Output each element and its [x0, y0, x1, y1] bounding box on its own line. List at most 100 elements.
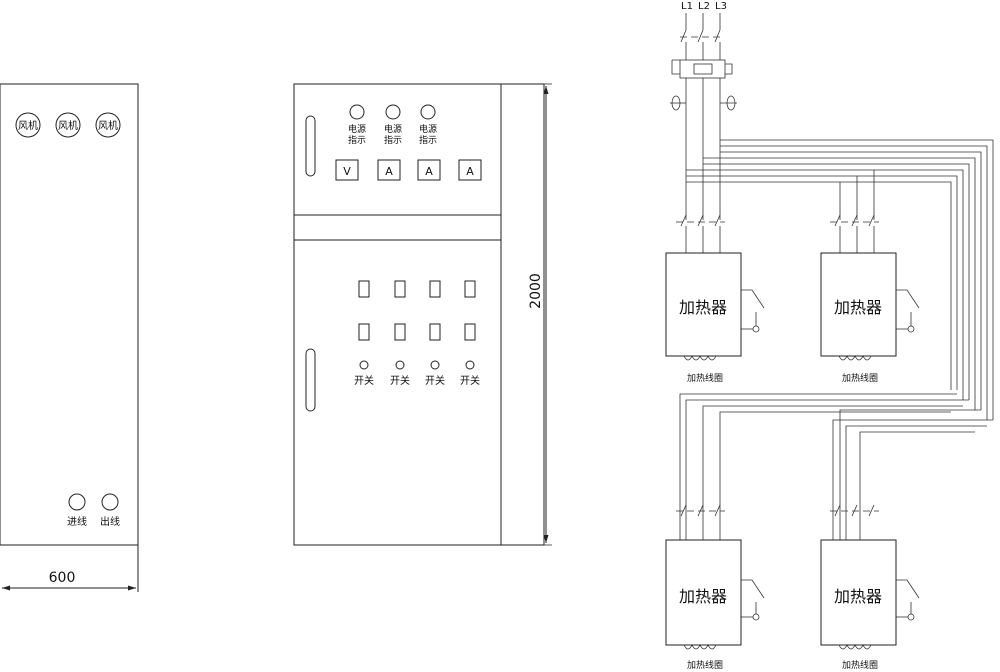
side-panel-view: 风机 风机 风机 进线 出线 600 — [0, 83, 139, 592]
indicator-lamp-icon — [385, 104, 401, 120]
coil-label: 加热线圈 — [687, 659, 723, 671]
heater-box — [820, 252, 897, 357]
arrow-up-icon — [543, 86, 549, 94]
control-button — [429, 280, 441, 298]
fan-label: 风机 — [58, 119, 78, 132]
thermostat-switch — [741, 579, 765, 614]
phase-label-l1: L1 — [681, 1, 693, 12]
control-button — [358, 280, 370, 298]
heater-box — [820, 539, 897, 646]
upper-door-handle — [305, 115, 316, 177]
fan-icon — [55, 112, 81, 138]
control-button — [394, 323, 406, 341]
heater-label: 加热器 — [679, 298, 727, 317]
indicator-label-line2: 指示 — [348, 134, 366, 146]
coil-label: 加热线圈 — [842, 372, 878, 384]
switch-label: 开关 — [460, 374, 480, 387]
switch-3: 开关 — [425, 360, 445, 387]
ammeter-2: A — [417, 159, 441, 181]
thermostat-icon — [907, 325, 915, 333]
thermostat-icon — [752, 613, 760, 621]
phase-label-l2: L2 — [698, 1, 710, 12]
heating-coil-icon — [683, 644, 717, 650]
switch-1: 开关 — [354, 360, 374, 387]
fuse-element — [693, 63, 713, 75]
width-dimension-label: 600 — [49, 570, 76, 586]
meter-label: V — [343, 165, 351, 178]
thermostat-switch — [896, 289, 920, 326]
arrow-down-icon — [543, 535, 549, 543]
indicator-lamp-icon — [349, 104, 365, 120]
indicator-label-line1: 电源 — [419, 123, 437, 135]
control-button — [394, 280, 406, 298]
heater-label: 加热器 — [679, 587, 727, 606]
meter-box — [417, 159, 441, 181]
wiring-schematic: L1 L2 L3 — [665, 1, 994, 671]
thermostat-switch — [896, 579, 920, 614]
cabinet-side-outline — [500, 83, 545, 546]
meter-label: A — [385, 165, 393, 178]
inlet-port-icon — [68, 493, 86, 511]
heater-label: 加热器 — [834, 298, 882, 317]
heater-4-contacts — [834, 504, 875, 517]
indicator-lamp-icon — [420, 104, 436, 120]
switch-label: 开关 — [354, 374, 374, 387]
switch-knob-icon — [395, 360, 405, 370]
meter-label: A — [425, 165, 433, 178]
heating-coil-icon — [838, 644, 872, 650]
voltmeter: V — [335, 159, 359, 181]
arrow-left-icon — [2, 585, 10, 591]
lower-door-handle — [305, 348, 316, 412]
switch-knob-icon — [430, 360, 440, 370]
switch-knob-icon — [465, 360, 475, 370]
heater-4: 加热器 加热线圈 — [820, 539, 920, 671]
indicator-label-line2: 指示 — [419, 134, 437, 146]
height-dimension-label: 2000 — [528, 273, 544, 309]
inlet-label: 进线 — [67, 515, 87, 528]
meter-box — [377, 159, 401, 181]
thermostat-icon — [752, 325, 760, 333]
fan-label: 风机 — [98, 119, 118, 132]
fan-1: 风机 — [15, 112, 41, 138]
heater-2-contacts — [834, 214, 875, 227]
control-button — [358, 323, 370, 341]
switch-label: 开关 — [425, 374, 445, 387]
ammeter-1: A — [377, 159, 401, 181]
main-breaker-body — [679, 59, 726, 79]
outlet-port-icon — [101, 493, 119, 511]
heater-2: 加热器 加热线圈 — [820, 252, 920, 384]
heater-3: 加热器 加热线圈 — [665, 539, 765, 671]
arrow-right-icon — [128, 585, 136, 591]
heater-1: 加热器 加热线圈 — [665, 252, 765, 384]
heater-box — [665, 252, 742, 357]
heater-1-contacts — [680, 214, 721, 227]
power-indicator-2: 电源 指示 — [384, 104, 402, 146]
coil-label: 加热线圈 — [842, 659, 878, 671]
outlet-label: 出线 — [100, 515, 120, 528]
indicator-label-line1: 电源 — [384, 123, 402, 135]
switch-knob-icon — [359, 360, 369, 370]
main-breaker-contacts — [680, 29, 721, 43]
heater-3-contacts — [680, 504, 721, 517]
power-indicator-1: 电源 指示 — [348, 104, 366, 146]
switch-4: 开关 — [460, 360, 480, 387]
cabinet-front-outline — [293, 83, 502, 546]
control-button — [464, 323, 476, 341]
meter-box — [458, 159, 482, 181]
phase-label-l3: L3 — [715, 1, 727, 12]
front-panel-view: 电源 指示 电源 指示 电源 指示 V A A A — [293, 83, 552, 546]
heater-box — [665, 539, 742, 646]
indicator-label-line2: 指示 — [384, 134, 402, 146]
meter-box — [335, 159, 359, 181]
control-button — [429, 323, 441, 341]
fan-2: 风机 — [55, 112, 81, 138]
switch-label: 开关 — [390, 374, 410, 387]
heating-coil-icon — [683, 355, 717, 361]
fan-3: 风机 — [95, 112, 121, 138]
fan-icon — [95, 112, 121, 138]
fan-label: 风机 — [18, 119, 38, 132]
thermostat-switch — [741, 289, 765, 326]
fan-icon — [15, 112, 41, 138]
switch-2: 开关 — [390, 360, 410, 387]
side-panel-outline — [0, 83, 139, 546]
